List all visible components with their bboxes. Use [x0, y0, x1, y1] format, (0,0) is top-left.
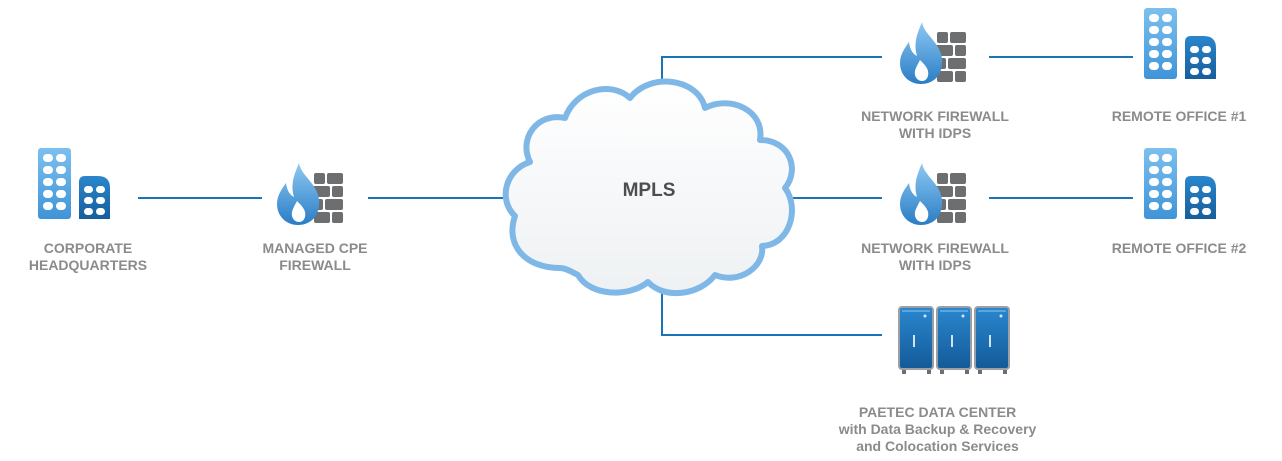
network-firewall-1-label: NETWORK FIREWALL WITH IDPS — [845, 108, 1025, 142]
datacenter-label: PAETEC DATA CENTER with Data Backup & Re… — [830, 404, 1045, 455]
network-firewall-1-icon — [900, 22, 966, 84]
datacenter-label-line3: and Colocation Services — [856, 438, 1019, 454]
managed-cpe-label-line1: MANAGED CPE — [262, 240, 368, 256]
network-firewall-2-label: NETWORK FIREWALL WITH IDPS — [845, 240, 1025, 274]
network-firewall-2-label-line1: NETWORK FIREWALL — [861, 240, 1009, 256]
link-mpls-firewall1 — [661, 56, 882, 88]
datacenter-server-icon — [898, 306, 1010, 374]
corporate-hq-label-line1: CORPORATE — [43, 240, 133, 256]
link-mpls-datacenter — [661, 282, 882, 336]
remote-office-2-label-line1: REMOTE OFFICE #2 — [1111, 240, 1247, 256]
corporate-hq-building-icon — [38, 148, 110, 219]
remote-office-1-label-line1: REMOTE OFFICE #1 — [1111, 108, 1247, 124]
managed-cpe-label-line2: FIREWALL — [279, 257, 351, 273]
connection-lines — [138, 56, 1133, 336]
remote-office-1-building-icon — [1144, 8, 1216, 79]
remote-office-2-label: REMOTE OFFICE #2 — [1095, 240, 1263, 257]
managed-cpe-firewall-icon — [277, 163, 343, 225]
remote-office-2-building-icon — [1144, 148, 1216, 219]
datacenter-label-line1: PAETEC DATA CENTER — [858, 404, 1017, 420]
network-firewall-1-label-line2: WITH IDPS — [898, 125, 972, 141]
corporate-hq-label: CORPORATE HEADQUARTERS — [8, 240, 168, 274]
corporate-hq-label-line2: HEADQUARTERS — [28, 257, 148, 273]
mpls-label: MPLS — [622, 180, 676, 201]
mpls-cloud-icon — [502, 78, 795, 297]
remote-office-1-label: REMOTE OFFICE #1 — [1095, 108, 1263, 125]
network-firewall-2-label-line2: WITH IDPS — [898, 257, 972, 273]
network-firewall-1-label-line1: NETWORK FIREWALL — [861, 108, 1009, 124]
managed-cpe-label: MANAGED CPE FIREWALL — [235, 240, 395, 274]
datacenter-label-line2: with Data Backup & Recovery — [838, 421, 1037, 437]
network-firewall-2-icon — [900, 163, 966, 225]
